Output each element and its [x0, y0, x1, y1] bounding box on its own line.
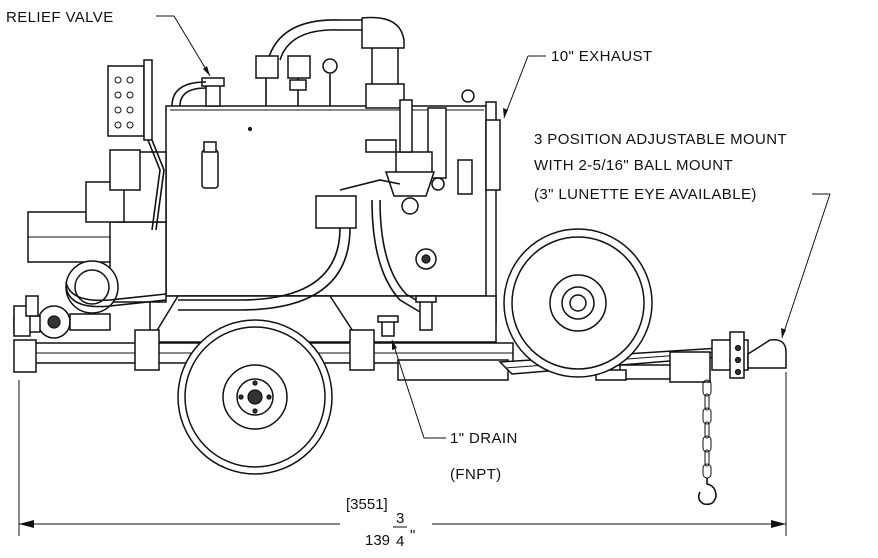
- drain-valve: [377, 295, 437, 337]
- overall-length-dimension: [18, 372, 787, 536]
- spare-wheel: [503, 228, 653, 378]
- ball-mount: [711, 331, 787, 379]
- safety-chain: [697, 379, 717, 506]
- engine-assembly: [13, 151, 167, 339]
- dimension-whole: 139: [365, 532, 390, 549]
- moisture-trap: [178, 89, 475, 313]
- mount-label-line3: (3" LUNETTE EYE AVAILABLE): [534, 186, 757, 203]
- relief-valve-label: RELIEF VALVE: [6, 9, 114, 26]
- relief-valve: [171, 77, 225, 107]
- trailer-wheel: [134, 319, 375, 475]
- exhaust-outlet: [485, 119, 501, 191]
- dimension-metric: [3551]: [346, 496, 388, 513]
- exhaust-label: 10" EXHAUST: [551, 48, 652, 65]
- dimension-denominator: 4: [396, 533, 404, 550]
- mount-label-line2: WITH 2-5/16" BALL MOUNT: [534, 157, 733, 174]
- drain-label-line1: 1" DRAIN: [450, 430, 518, 447]
- mount-label-line1: 3 POSITION ADJUSTABLE MOUNT: [534, 131, 787, 148]
- dimension-unit: ": [410, 527, 415, 544]
- callout-leaders: [156, 15, 831, 439]
- top-piping: [255, 16, 405, 109]
- drain-label-line2: (FNPT): [450, 466, 502, 483]
- dimension-numerator: 3: [396, 510, 404, 527]
- control-panel: [107, 59, 165, 231]
